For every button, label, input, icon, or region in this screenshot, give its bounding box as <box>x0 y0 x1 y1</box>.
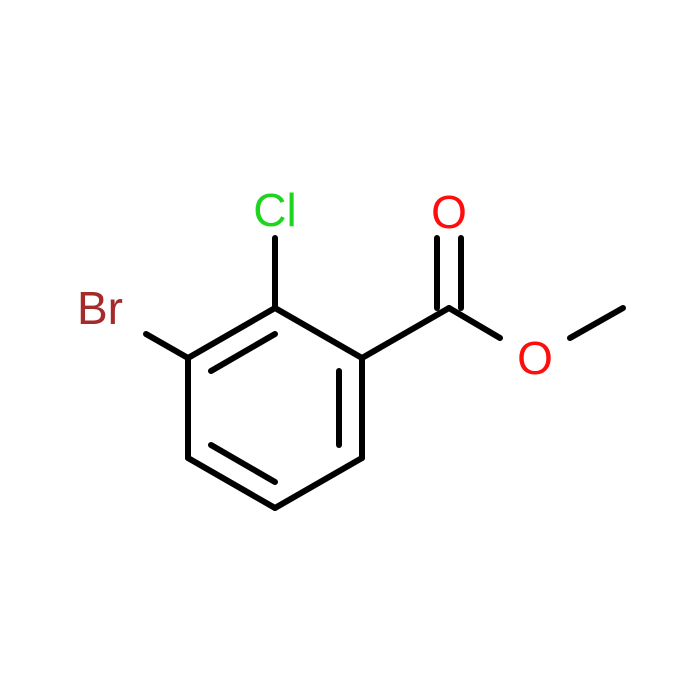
bromine-atom-label: Br <box>77 282 123 334</box>
ester-oxygen-label: O <box>517 332 553 384</box>
bond-inner-c4-c5 <box>208 442 278 485</box>
bond-ester-o-methyl <box>567 305 626 341</box>
bond-c2-carbonyl <box>359 305 452 361</box>
bond-carbonyl-ester-o <box>446 305 503 341</box>
bond-c4-c5 <box>185 455 278 511</box>
bond-c3-c4 <box>272 455 365 511</box>
bond-c6-c1 <box>185 305 278 361</box>
chlorine-atom-label: Cl <box>253 184 296 236</box>
bond-inner-c6-c1 <box>208 331 278 374</box>
bond-c6-br <box>143 331 191 361</box>
carbonyl-oxygen-label: O <box>431 186 467 238</box>
bond-c1-c2 <box>272 305 365 361</box>
